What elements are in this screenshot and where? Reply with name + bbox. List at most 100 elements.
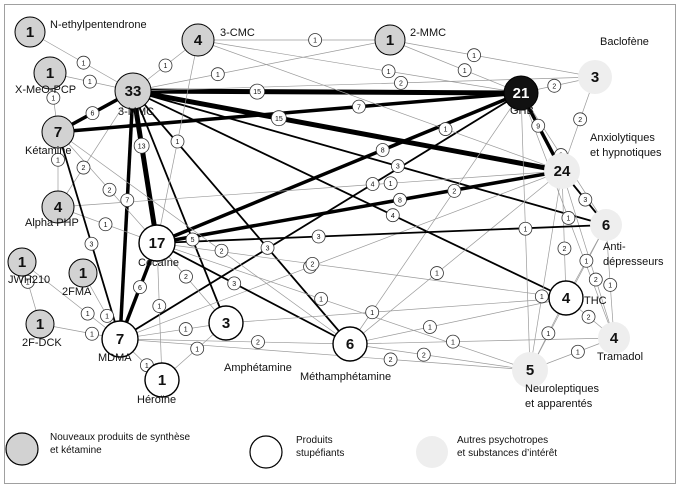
edge-weight: 1 [451, 339, 455, 346]
edge-weight: 1 [90, 331, 94, 338]
edge-anxiolytiques-3-cmc [197, 39, 563, 172]
node-circle [101, 320, 139, 358]
edge-3-mmc-antidepresseurs [132, 90, 607, 226]
edge-weight: 8 [398, 197, 402, 204]
edge-anxiolytiques-alpha-php [57, 170, 563, 208]
edge-weight: 2 [310, 262, 314, 269]
edge-weight-badge [102, 182, 117, 197]
edge-weight-badge [76, 160, 91, 175]
edge-weight-badge [85, 326, 99, 341]
edge-weight: 2 [594, 277, 598, 284]
node-count: 5 [526, 362, 534, 379]
edge-weight: 1 [428, 325, 432, 332]
edge-3-mmc-mdma [118, 90, 135, 340]
edge-3-mmc-methamphetamine [132, 90, 351, 345]
edge-methamphetamine-neuroleptiques [349, 343, 531, 371]
node-count: 4 [610, 330, 619, 347]
node-circle [14, 16, 46, 48]
edge-weight-badge [603, 277, 618, 292]
edge-weight-badge [365, 177, 380, 191]
edge-3-mmc-thc [132, 90, 567, 299]
edge-anxiolytiques-methamphetamine [349, 170, 563, 345]
edge-weight-badge [547, 78, 562, 93]
node-circle [503, 75, 539, 111]
edge-weight-badge [383, 352, 398, 367]
node-count: 6 [602, 217, 610, 234]
node-label: Héroïne [137, 394, 176, 406]
edge-anxiolytiques-cocaine [156, 169, 563, 245]
edge-weight-badge [305, 256, 320, 271]
edge-weight-badge [260, 240, 275, 255]
legend-swatch [249, 435, 283, 469]
edge-weight: 1 [472, 53, 476, 60]
node-label: 2FMA [62, 286, 92, 298]
edge-ghb-ketamine [57, 91, 522, 134]
edge-weight-badge [85, 106, 100, 121]
node-label: 3-MMC [118, 106, 154, 118]
edge-weight: 1 [387, 69, 391, 76]
edge-weight: 2 [399, 80, 403, 87]
node-count: 1 [36, 316, 44, 333]
node-count: 4 [54, 199, 63, 216]
legend-text: Autres psychotropes [457, 435, 548, 446]
edge-weight: 1 [389, 181, 393, 188]
node-label: Anti- [603, 241, 626, 253]
node-label: N-ethylpentendrone [50, 19, 147, 31]
edge-weight-badge [447, 183, 462, 198]
edge-weight-badge [185, 232, 200, 247]
edge-weight: 15 [253, 89, 261, 96]
edge-weight: 1 [444, 127, 448, 134]
edge-weight: 1 [546, 331, 550, 338]
legend-text: stupéfiants [296, 448, 344, 459]
edge-weight: 1 [608, 282, 612, 289]
edge-weight: 2 [452, 188, 456, 195]
edge-weight-badge [76, 55, 91, 70]
edge-weight-badge [308, 33, 323, 47]
edge-weight-badge [375, 143, 390, 157]
edge-weight: 2 [108, 187, 112, 194]
node-count: 7 [54, 124, 62, 141]
edge-weight-badge [579, 253, 594, 268]
edge-weight-badge [561, 211, 576, 225]
edge-weight-badge [467, 48, 481, 63]
edge-weight-badge [381, 64, 396, 79]
edge-weight: 4 [391, 213, 395, 220]
edge-weight: 3 [232, 281, 236, 288]
edge-weight: 2 [82, 165, 86, 172]
node-label: MDMA [98, 352, 132, 364]
edge-weight: 3 [396, 164, 400, 171]
node-label: Anxiolytiques [590, 132, 655, 144]
node-circle [512, 352, 548, 388]
edge-weight-badge [120, 193, 135, 208]
node-count: 1 [386, 32, 394, 49]
edge-weight-badge [178, 322, 193, 336]
edge-weight: 2 [562, 246, 566, 253]
edge-weight: 7 [357, 104, 361, 111]
node-label: 2-MMC [410, 27, 446, 39]
edge-ketamine-methamphetamine [57, 131, 351, 345]
edge-weight-badge [133, 137, 150, 154]
edge-weight: 3 [583, 197, 587, 204]
edge-weight: 2 [422, 352, 426, 359]
legend-text: et kétamine [50, 445, 102, 456]
edge-weight-badge [82, 74, 97, 89]
edge-weight-badge [365, 305, 380, 320]
edge-weight-badge [578, 192, 593, 207]
node-circle [208, 305, 244, 341]
node-label: Cocaïne [138, 257, 179, 269]
edge-weight: 2 [578, 117, 582, 124]
node-3-mmc: 333-MMC [114, 72, 154, 118]
edge-mdma-methamphetamine [119, 338, 351, 345]
